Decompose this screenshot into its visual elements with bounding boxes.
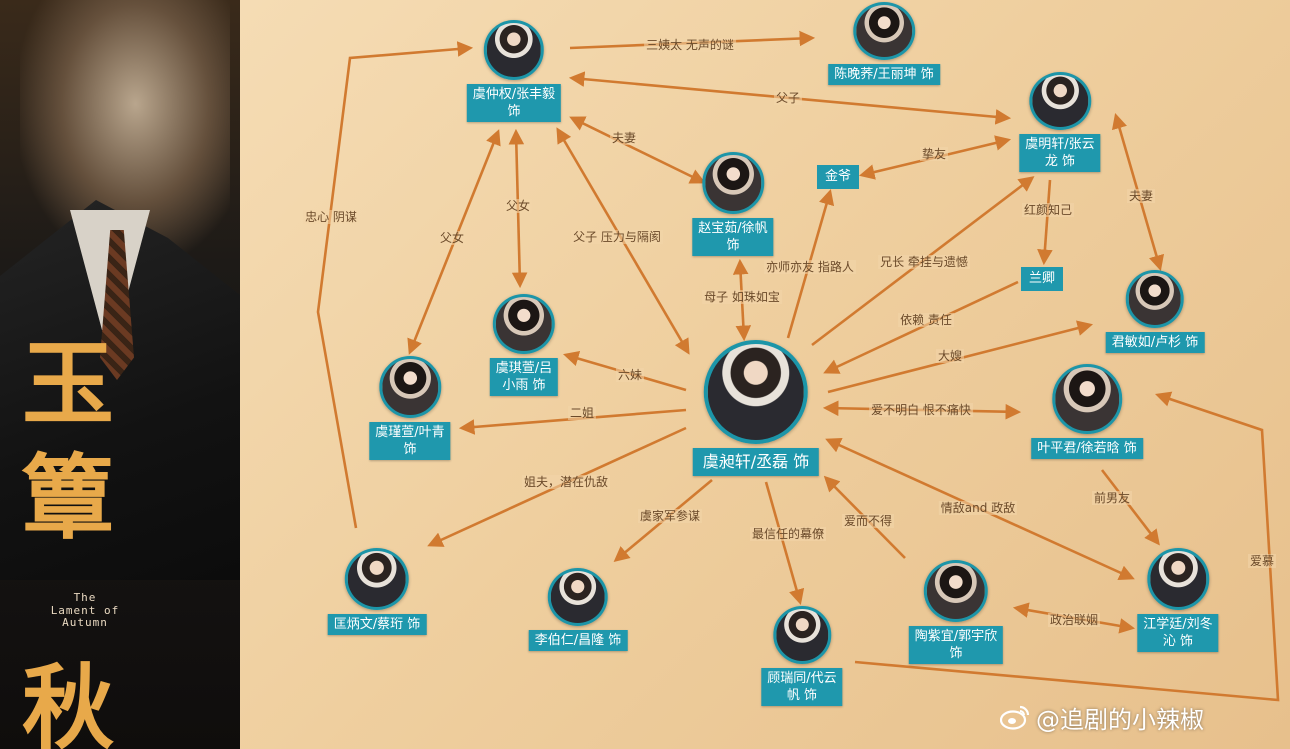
poster-title-char-1: 玉 (22, 330, 115, 438)
avatar (1051, 364, 1122, 434)
node-kuang-bingwen: 匡炳文/蔡珩 饰 (327, 548, 427, 635)
edge-label-yilai: 依赖 责任 (898, 313, 954, 327)
edge-label-aimu: 爱慕 (1247, 554, 1277, 568)
node-label: 叶平君/徐若晗 饰 (1031, 438, 1143, 459)
node-yu-xuxuan: 虞昶轩/丞磊 饰 (692, 340, 820, 476)
weibo-logo-icon (1000, 705, 1030, 730)
edge-label-fuqi-right: 夫妻 (1126, 189, 1156, 203)
avatar (1125, 270, 1184, 328)
node-li-boren: 李伯仁/昌隆 饰 (528, 568, 628, 651)
poster-subtitle-line: Autumn (62, 616, 108, 630)
node-label: 虞明轩/张云 龙 饰 (1019, 134, 1101, 172)
edge-label-fuzi-top: 父子 (773, 91, 803, 105)
edge-label-funv-mid: 父女 (503, 199, 533, 213)
watermark-text: @追剧的小辣椒 (1036, 705, 1204, 734)
avatar (344, 548, 409, 610)
node-label: 陶紫宜/郭宇欣 饰 (908, 626, 1004, 664)
avatar (852, 2, 915, 60)
node-label: 李伯仁/昌隆 饰 (528, 630, 628, 651)
avatar (547, 568, 608, 626)
poster-subtitle: The Lament of Autumn (40, 591, 130, 630)
node-jiang-xueting: 江学廷/刘冬 沁 饰 (1137, 548, 1219, 652)
node-label: 虞瑾萱/叶青 饰 (369, 422, 451, 460)
node-jun-minru: 君敏如/卢杉 饰 (1105, 270, 1205, 353)
node-label: 匡炳文/蔡珩 饰 (327, 614, 427, 635)
node-chen-wanqiao: 陈晚荞/王丽坤 饰 (828, 2, 940, 85)
drama-poster: 玉 簟 秋 The Lament of Autumn (0, 0, 240, 749)
node-label: 虞仲权/张丰毅 饰 (466, 84, 562, 122)
edge-label-qiannanyou: 前男友 (1091, 491, 1133, 505)
edge-label-jiefu: 姐夫，潜在仇敌 (521, 475, 611, 489)
edge-label-liumei: 六妹 (615, 368, 645, 382)
edge-label-muzi: 母子 如珠如宝 (702, 290, 782, 304)
node-yu-jinxuan: 虞瑾萱/叶青 饰 (369, 356, 451, 460)
node-label: 君敏如/卢杉 饰 (1105, 332, 1205, 353)
poster-title-char-3: 秋 (22, 654, 115, 749)
node-label: 顾瑞同/代云 帆 饰 (761, 668, 843, 706)
edge-label-qingdi: 情敌and 政敌 (938, 501, 1018, 515)
edge-label-yujiajun: 虞家军参谋 (637, 509, 703, 523)
edge-label-zuixinren: 最信任的幕僚 (749, 527, 827, 541)
avatar (483, 20, 544, 80)
avatar (492, 294, 555, 354)
edge-label-funv-left: 父女 (437, 231, 467, 245)
avatar (378, 356, 441, 418)
weibo-watermark: @追剧的小辣椒 (1000, 700, 1204, 734)
edge-label-hongyan: 红颜知己 (1021, 203, 1075, 217)
poster-subtitle-line: The (73, 591, 97, 604)
node-zhao-baoru: 赵宝茹/徐帆 饰 (692, 152, 774, 256)
node-yu-qixuan: 虞琪萱/吕 小雨 饰 (489, 294, 559, 396)
poster-title-char-2: 簟 (22, 444, 115, 552)
edge-label-xiongzhang: 兄长 牵挂与遗憾 (878, 255, 970, 269)
edge-label-aierbude: 爱而不得 (841, 514, 895, 528)
node-label: 陈晚荞/王丽坤 饰 (828, 64, 940, 85)
avatar (703, 340, 808, 444)
node-lan-qing: 兰卿 (1020, 267, 1064, 291)
avatar (701, 152, 764, 214)
node-label: 江学廷/刘冬 沁 饰 (1137, 614, 1219, 652)
node-tao-ziyi: 陶紫宜/郭宇欣 饰 (908, 560, 1004, 664)
node-label: 虞昶轩/丞磊 饰 (692, 448, 820, 476)
node-label: 赵宝茹/徐帆 饰 (692, 218, 774, 256)
node-jin-ye: 金爷 (816, 165, 860, 189)
edge-label-dasao: 大嫂 (935, 349, 965, 363)
edge-label-zhengzhi: 政治联姻 (1047, 613, 1101, 627)
node-yu-mingxuan: 虞明轩/张云 龙 饰 (1019, 72, 1101, 172)
node-yu-zhongquan: 虞仲权/张丰毅 饰 (466, 20, 562, 122)
edge-label-zhongxin: 忠心 阴谋 (303, 210, 359, 224)
avatar (1146, 548, 1209, 610)
avatar (923, 560, 988, 622)
edge-label-fuzi-pressure: 父子 压力与隔阂 (571, 230, 663, 244)
poster-subtitle-line: Lament of (50, 603, 120, 617)
edge-label-yishi: 亦师亦友 指路人 (764, 260, 856, 274)
avatar (1028, 72, 1091, 130)
edge-label-sanyitai: 三姨太 无声的谜 (644, 38, 736, 52)
node-ye-pingjun: 叶平君/徐若晗 饰 (1031, 364, 1143, 459)
node-gu-ruitong: 顾瑞同/代云 帆 饰 (761, 606, 843, 706)
node-label: 虞琪萱/吕 小雨 饰 (489, 358, 559, 396)
edge-label-aibumingbai: 爱不明白 恨不痛快 (869, 403, 973, 417)
edge-label-erjie: 二姐 (567, 406, 597, 420)
avatar (772, 606, 831, 664)
edge-label-fuqi-left: 夫妻 (609, 131, 639, 145)
edge-label-zhiyou: 挚友 (919, 147, 949, 161)
